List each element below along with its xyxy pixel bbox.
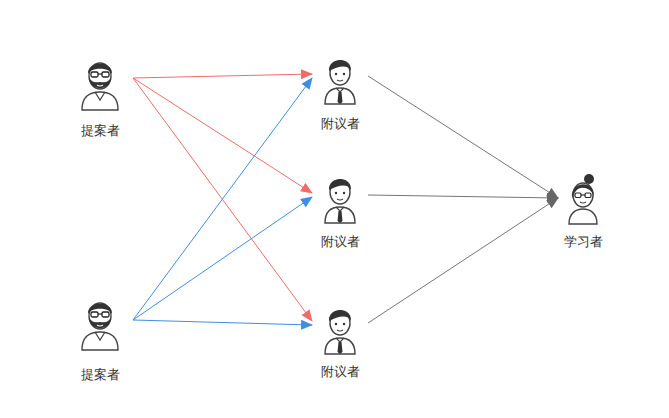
arrow-connector <box>368 195 558 198</box>
role-label: 提案者 <box>80 367 121 383</box>
role-label: 附议者 <box>320 234 361 250</box>
arrow-connector <box>368 76 558 198</box>
proposer-node: 提案者 <box>67 58 133 139</box>
sponsor-node: 附议者 <box>312 304 368 380</box>
role-label: 提案者 <box>80 123 121 139</box>
sponsor-node: 附议者 <box>312 174 368 250</box>
arrow-connector <box>133 78 312 321</box>
role-label: 附议者 <box>320 116 361 132</box>
arrow-connector <box>133 197 312 320</box>
role-label: 学习者 <box>563 234 604 250</box>
arrow-connector <box>133 78 312 193</box>
arrow-connector <box>133 74 312 78</box>
arrow-connector <box>368 198 558 323</box>
arrow-connector <box>133 78 312 320</box>
learner-node: 学习者 <box>558 178 608 250</box>
sponsor-node: 附议者 <box>312 55 368 132</box>
role-label: 附议者 <box>320 364 361 380</box>
proposer-node: 提案者 <box>67 298 133 383</box>
arrow-connector <box>133 320 312 325</box>
